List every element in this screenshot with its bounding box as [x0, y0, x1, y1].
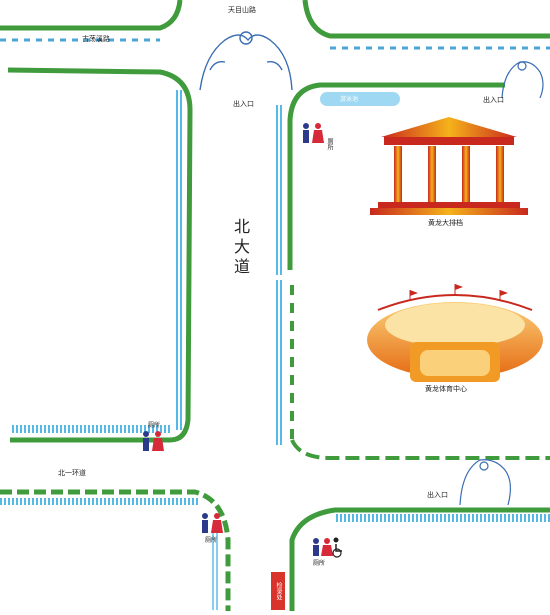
stadium-building: [367, 284, 543, 382]
ornament-icon: [199, 31, 293, 91]
road-left-block: [7, 67, 193, 443]
toilet-label: 厕所: [148, 422, 161, 429]
wheelchair-icon: [332, 537, 342, 558]
toilet-icon: [313, 538, 333, 556]
temple-building: [370, 117, 528, 215]
road-label-main-avenue: 北大道: [231, 218, 250, 278]
pool-label: 游泳池: [340, 96, 359, 103]
entrance-label-top-right: 出入口: [483, 96, 504, 104]
road-top-left: [0, 0, 183, 42]
ornament-icon: [459, 459, 511, 506]
road-right-block: [276, 82, 550, 460]
checkin-sign: 检录处: [271, 572, 285, 610]
toilet-label: 厕所: [205, 537, 218, 544]
venue-label-stadium: 黄龙体育中心: [425, 385, 467, 393]
toilet-label: 厕所: [313, 560, 326, 567]
road-lower-left: [0, 489, 231, 611]
road-label-ring-road: 北一环道: [58, 469, 86, 477]
toilet-icon: [303, 123, 324, 143]
road-label-top-center: 天目山路: [228, 6, 256, 14]
entrance-label-top-center: 出入口: [233, 100, 254, 108]
ornament-icon: [501, 61, 544, 99]
road-label-top-left: 古荡溪路: [82, 35, 110, 43]
entrance-label-bottom-right: 出入口: [427, 491, 448, 499]
toilet-label: 厕所: [326, 138, 333, 150]
toilet-icon: [202, 513, 223, 533]
venue-label-temple: 黄龙大排档: [428, 219, 463, 227]
road-top-right: [302, 0, 550, 50]
toilet-icon: [143, 431, 164, 451]
road-lower-right: [289, 507, 550, 611]
